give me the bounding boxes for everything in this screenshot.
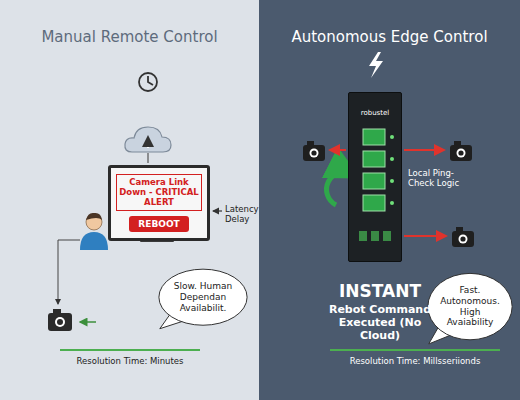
monitor-stand	[140, 232, 174, 242]
loop-arrow	[327, 172, 352, 205]
person-icon	[80, 213, 108, 250]
alert-monitor: Camera Link Down - CRITICAL ALERT REBOOT	[108, 165, 210, 241]
divider-line	[60, 349, 200, 351]
instant-label: INSTANT	[325, 281, 435, 301]
node-text: Manual Remote Control	[0, 28, 259, 46]
return-arrow	[80, 321, 96, 323]
node-text: Autonomous Edge Control	[259, 28, 520, 46]
lightning-icon	[369, 52, 383, 78]
node-text: REBOOT	[129, 216, 189, 232]
divider-line	[330, 349, 500, 351]
logic-label: Local Ping-Check Logic	[408, 168, 460, 188]
command-arrows	[330, 150, 446, 236]
resolution-label: Resolution Time: Millsseriionds	[310, 356, 520, 366]
panel: Manual Remote ControlCamera Link Down - …	[0, 0, 259, 400]
edge-router: robustel	[348, 92, 402, 262]
cloud-icon	[125, 127, 171, 163]
speech-bubble: Fast. Autonomous. High Avaiability	[427, 272, 513, 341]
node-text: robustel	[349, 93, 401, 117]
speech-bubble: Slow. Human Dependan Availabilit.	[158, 268, 248, 326]
node-text: Camera Link Down - CRITICAL ALERT	[116, 174, 202, 211]
reboot-button: REBOOT	[129, 216, 189, 232]
camera-icon	[303, 141, 474, 247]
clock-icon	[139, 73, 157, 91]
resolution-label: Resolution Time: Minutes	[30, 356, 230, 366]
command-label: Rebot Command Executed (No Cloud)	[322, 303, 438, 343]
node-text: Slow. Human Dependan Availabilit.	[170, 281, 236, 313]
node-text: Fast. Autonomous. High Avaiability	[439, 285, 501, 328]
latency-arrow	[213, 210, 222, 211]
router-ports	[349, 93, 403, 263]
flow-line	[58, 240, 80, 304]
delay-label: Latency Delay	[225, 204, 258, 224]
camera-icon	[48, 309, 72, 331]
